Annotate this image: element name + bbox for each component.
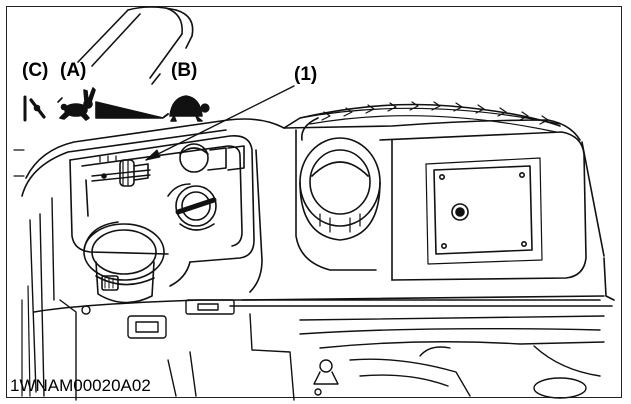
control-console <box>69 134 263 293</box>
hour-meter-cap <box>179 143 245 173</box>
part-1-leader-line <box>145 85 295 161</box>
label-b: (B) <box>171 60 198 81</box>
right-cover-plate <box>379 131 587 281</box>
label-a: (A) <box>60 60 87 81</box>
pto-knob <box>83 221 165 304</box>
label-c: (C) <box>22 60 49 81</box>
figure-frame <box>6 6 622 398</box>
steering-column-lines <box>77 6 194 85</box>
choke-icon <box>23 95 46 122</box>
figure-id: 1WNAM00020A02 <box>10 376 151 395</box>
rabbit-fast-icon <box>57 87 96 121</box>
label-part-1: (1) <box>294 64 318 85</box>
turtle-slow-icon <box>163 95 210 122</box>
dashboard-panel <box>21 103 615 313</box>
rear-tire-tread <box>299 101 561 133</box>
ignition-switch <box>167 183 217 231</box>
lower-frame <box>21 197 605 401</box>
throttle-ramp-icon <box>95 101 164 119</box>
fuel-cap <box>295 129 381 271</box>
left-edge-marks <box>13 149 25 177</box>
throttle-lever <box>91 155 151 187</box>
